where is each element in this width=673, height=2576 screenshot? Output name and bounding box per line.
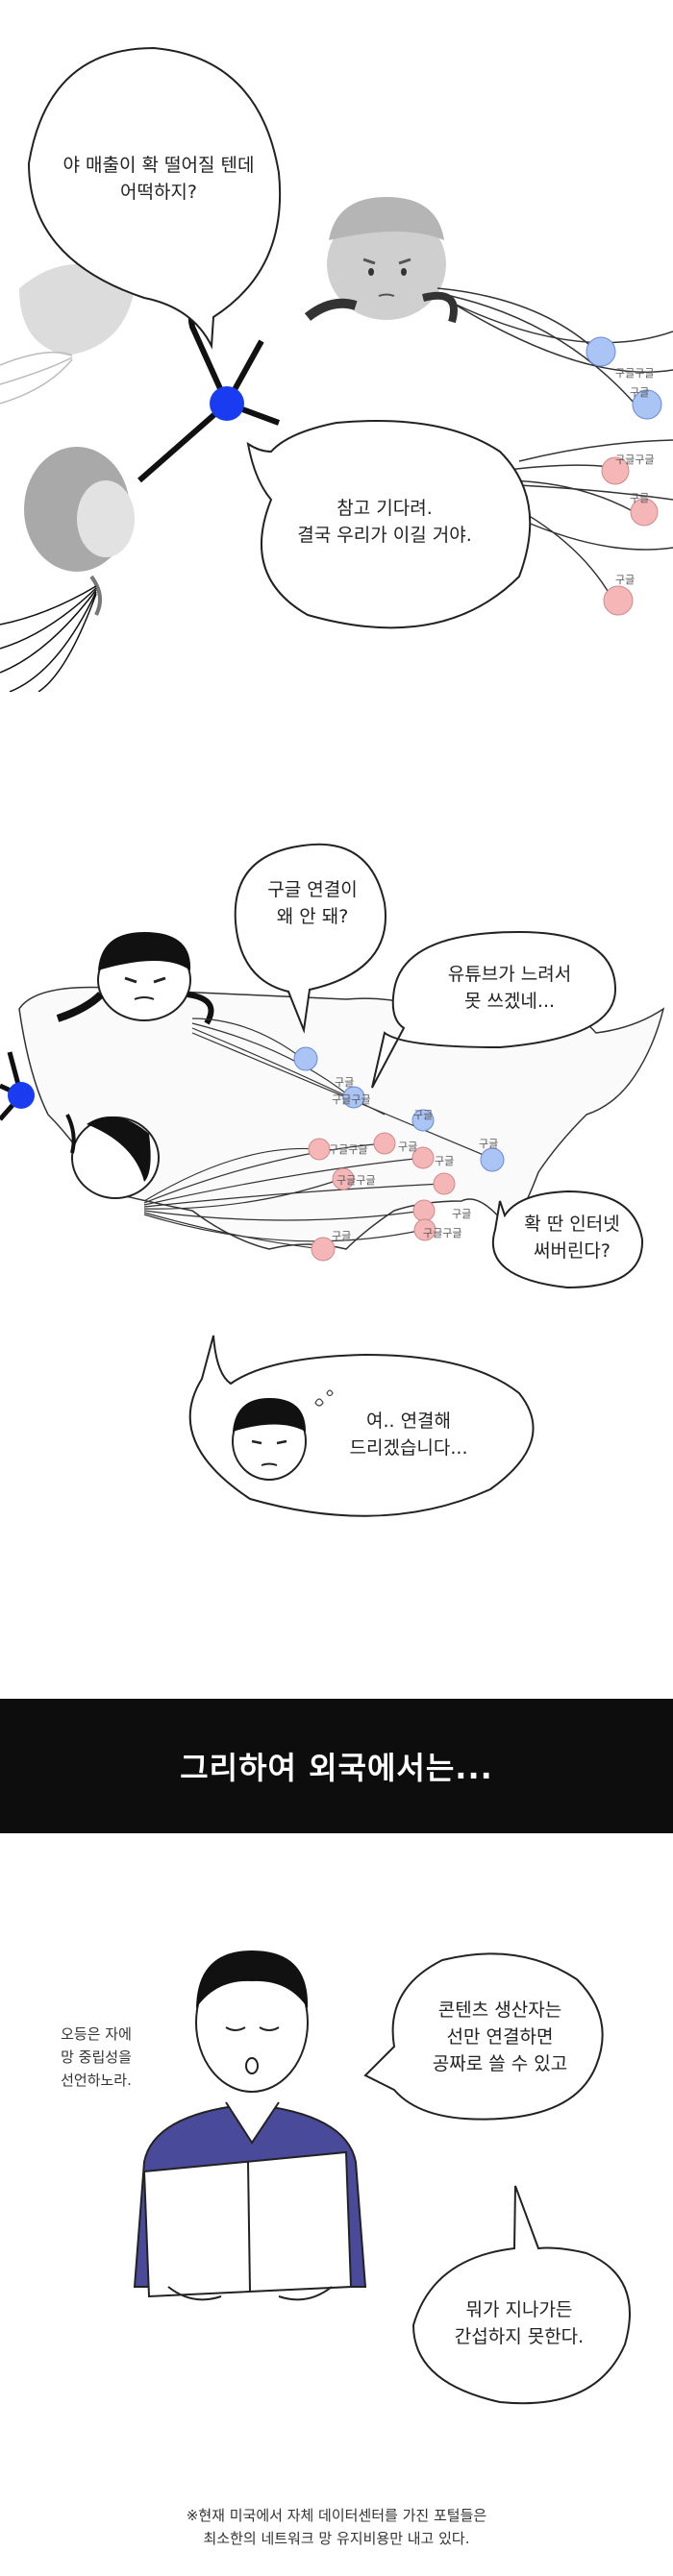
speech-text-internet: 확 딴 인터넷 써버린다? (524, 1214, 620, 1262)
transition-banner: 그리하여 외국에서는... (0, 1699, 673, 1833)
balloon-tag: 구글 (435, 1155, 455, 1167)
speech-text-youtube: 유튜브가 느려서 못 쓰겠네... (447, 964, 572, 1012)
strings (143, 1018, 491, 1250)
bubble-internet-shape (491, 1190, 644, 1289)
speech-text-top: 야 매출이 확 떨어질 텐데 어떡하지? (62, 155, 255, 203)
panel-2: 구글 연결이 왜 안 돼? 유튜브가 느려서 못 쓰겠네... 확 딴 인터넷 … (0, 826, 673, 1633)
balloon-tag: 구글구글 (615, 367, 655, 380)
balloon-tag: 구글 (615, 574, 636, 586)
panel-2-art (0, 843, 665, 1517)
panel-1: 야 매출이 확 떨어질 텐데 어떡하지? 참고 기다려. 결국 우리가 이길 거… (0, 0, 673, 692)
bubble-youtube-shape (371, 930, 617, 1089)
balloon-tag: 구글구글 (423, 1227, 462, 1239)
balloons-right (586, 336, 662, 616)
speech-text-bottom: 참고 기다려. 결국 우리가 이길 거야. (297, 498, 472, 546)
speech-bubble-bottom-shape (246, 420, 532, 629)
strings-bottom-left (0, 585, 97, 692)
grey-figure-right (304, 197, 458, 324)
bubble-google-shape (234, 843, 386, 1034)
balloon-tag: 구글 (413, 1109, 434, 1121)
speech-text-google: 구글 연결이 왜 안 돼? (267, 879, 358, 927)
panel-3: 오등은 자에 망 중립성을 선언하노라. 콘텐츠 생산자는 선만 연결하면 공짜… (0, 1883, 673, 2576)
speech-bubble-top-shape (27, 46, 282, 350)
panel-3-art (133, 1950, 631, 2405)
balloon-tag: 구글구글 (615, 454, 655, 466)
bubble-bottom-shape (411, 2185, 631, 2405)
figure-lower (65, 1114, 160, 1199)
balloon-tag: 구글 (335, 1076, 355, 1089)
balloon-tag: 구글 (332, 1230, 352, 1242)
speech-text-bottom: 뭐가 지나가든 간섭하지 못한다. (454, 2299, 585, 2347)
balloon-tag: 구글구글 (332, 1093, 371, 1106)
caption-declaration: 오등은 자에 망 중립성을 선언하노라. (61, 2025, 132, 2089)
speech-text-top: 콘텐츠 생산자는 선만 연결하면 공짜로 쓸 수 있고 (432, 1999, 568, 2074)
footnote: ※현재 미국에서 자체 데이터센터를 가진 포털들은 최소한의 네트워크 망 유… (0, 2504, 673, 2550)
balloon-tag: 구글 (398, 1141, 418, 1153)
grey-figure-left-mid (24, 447, 135, 616)
balloon-tag: 구글 (479, 1138, 499, 1150)
strings-right (436, 287, 673, 597)
balloon-tag: 구글구글 (329, 1143, 368, 1156)
sweaty-face (232, 1389, 334, 1481)
balloon-tag: 구글 (630, 386, 650, 399)
balloon-tag: 구글 (630, 492, 650, 504)
panel-1-art (0, 46, 673, 692)
banner-text: 그리하여 외국에서는... (180, 1750, 493, 1786)
grey-figure-left-top (0, 264, 135, 405)
balloons (293, 1046, 505, 1262)
balloon-tag: 구글구글 (336, 1174, 376, 1187)
speech-text-reply: 여.. 연결해 드리겠습니다... (349, 1411, 468, 1459)
balloon-tag: 구글 (452, 1208, 472, 1220)
blue-network-node (0, 1051, 35, 1121)
man-reading (133, 1950, 367, 2301)
bubble-top-shape (363, 1952, 604, 2121)
footnote-text: ※현재 미국에서 자체 데이터센터를 가진 포털들은 최소한의 네트워크 망 유… (186, 2507, 487, 2547)
